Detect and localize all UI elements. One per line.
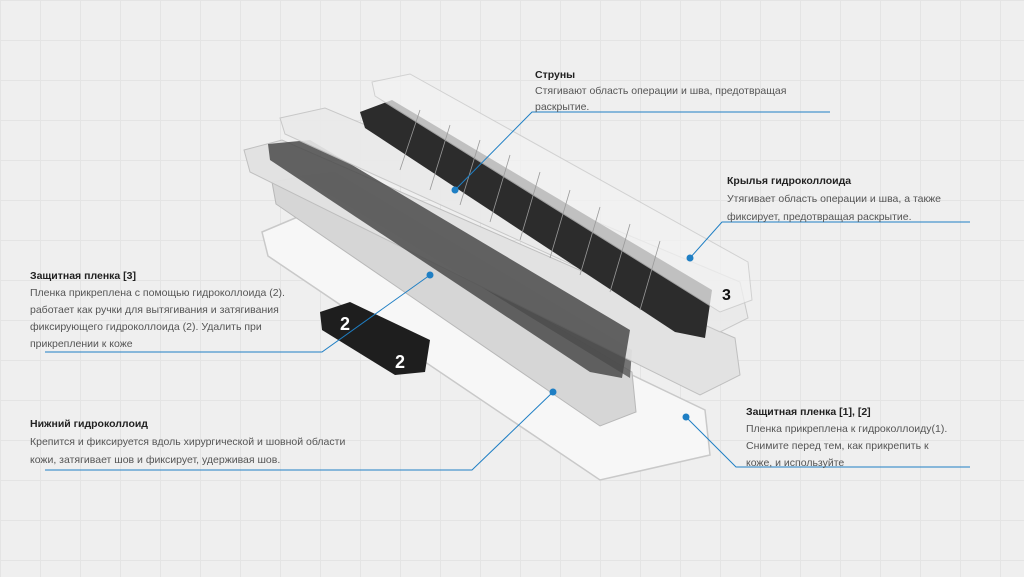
callout-text: Крепится и фиксируется вдоль хирургическ… xyxy=(30,436,346,448)
svg-text:2: 2 xyxy=(395,352,405,372)
svg-text:2: 2 xyxy=(340,314,350,334)
callout-text: Стягивают область операции и шва, предот… xyxy=(535,85,787,97)
callout-strings: Струны Стягивают область операции и шва,… xyxy=(535,67,786,115)
svg-text:3: 3 xyxy=(722,287,731,304)
callout-bottom-hydrocolloid: Нижний гидроколлоид Крепится и фиксирует… xyxy=(30,415,345,469)
callout-dots xyxy=(426,186,694,421)
callout-title: Нижний гидроколлоид xyxy=(30,418,148,430)
callout-lines xyxy=(45,111,970,471)
callout-text: прикреплении к коже xyxy=(30,338,133,350)
tab-film: 2 2 xyxy=(320,302,430,375)
callout-text: Пленка прикреплена с помощью гидроколлои… xyxy=(30,287,285,299)
hydrocolloid-wings-layer xyxy=(243,139,741,396)
callout-text: фиксирует, предотвращая раскрытие. xyxy=(727,211,912,223)
callout-text: Снимите перед тем, как прикрепить к xyxy=(746,440,929,452)
callout-title: Защитная пленка [3] xyxy=(30,270,136,282)
callout-title: Защитная пленка [1], [2] xyxy=(746,406,871,418)
callout-text: кожи, затягивает шов и фиксирует, удержи… xyxy=(30,454,281,466)
callout-text: коже, и используйте xyxy=(746,457,845,469)
callout-text: Утягивает область операции и шва, а такж… xyxy=(727,193,941,205)
callout-film3: Защитная пленка [3] Пленка прикреплена с… xyxy=(30,268,285,353)
callout-title: Струны xyxy=(535,69,576,81)
callout-text: раскрытие. xyxy=(535,101,590,113)
callout-text: Пленка прикреплена к гидроколлоиду(1). xyxy=(746,423,948,435)
callout-text: работает как ручки для вытягивания и зат… xyxy=(30,304,279,316)
callout-text: фиксирующего гидроколлоида (2). Удалить … xyxy=(30,321,262,333)
strings-layer: 3 xyxy=(279,73,753,338)
callout-title: Крылья гидроколлоида xyxy=(727,175,852,187)
callout-wings: Крылья гидроколлоида Утягивает область о… xyxy=(727,172,941,226)
callout-film12: Защитная пленка [1], [2] Пленка прикрепл… xyxy=(746,404,947,472)
